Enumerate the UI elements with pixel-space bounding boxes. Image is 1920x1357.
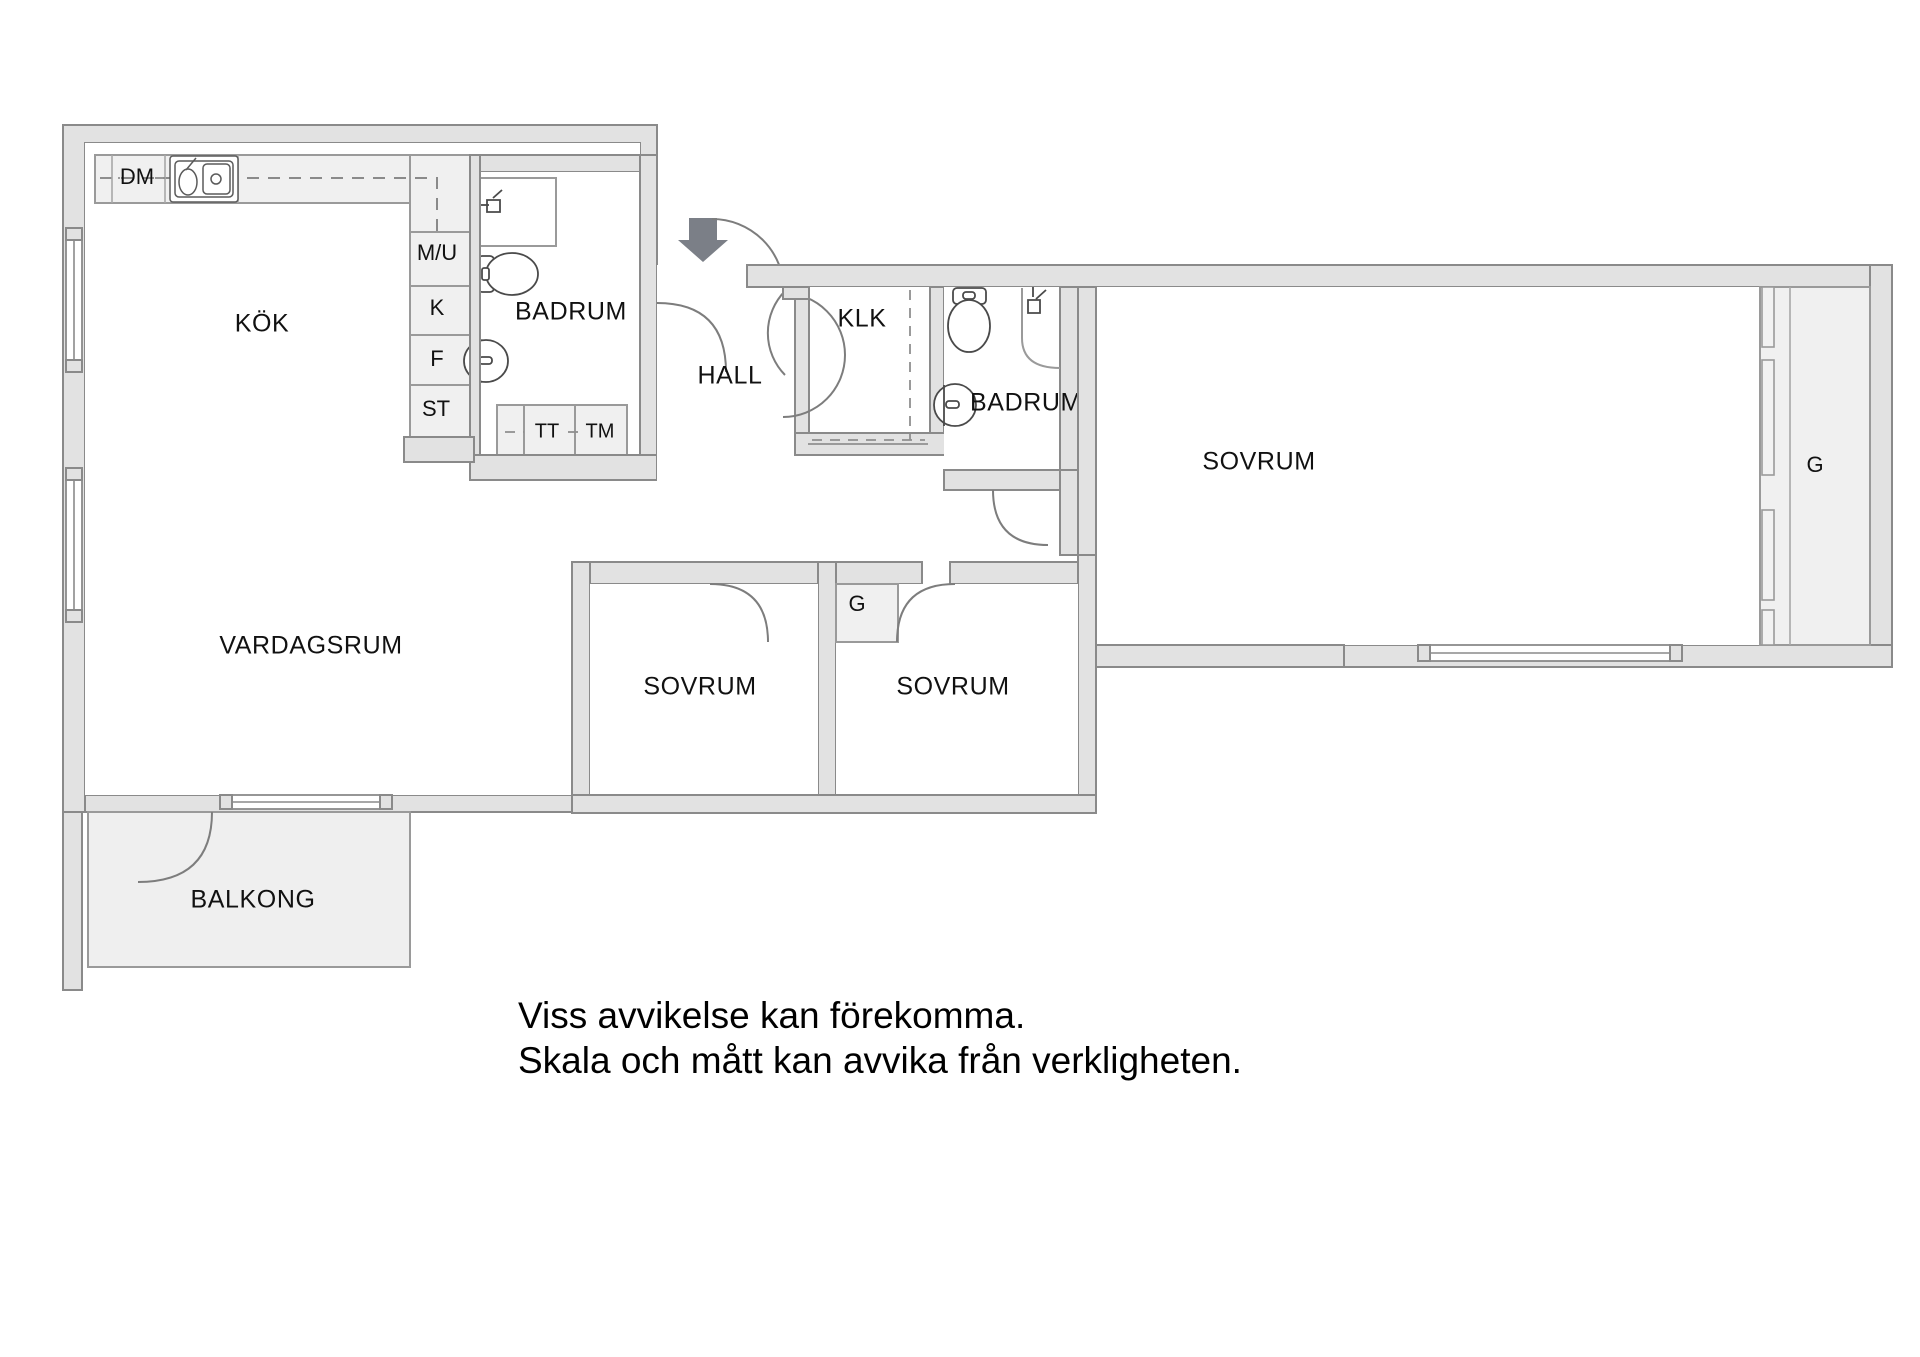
bedroom-3-door[interactable] — [896, 583, 956, 643]
bedroom-2-door[interactable] — [709, 583, 769, 643]
closet-label-g-middle: G — [848, 591, 865, 616]
appliance-label-tt: TT — [535, 420, 559, 442]
bathroom-2-door[interactable] — [992, 489, 1060, 552]
appliance-label-k: K — [430, 295, 445, 320]
hall-area — [657, 265, 807, 565]
room-label-sovrum-2: SOVRUM — [643, 673, 756, 701]
balcony-structure — [87, 811, 411, 968]
kitchen-sink-icon — [169, 155, 239, 203]
appliance-column — [409, 231, 471, 438]
laundry-units — [496, 404, 628, 456]
room-label-badrum-1: BADRUM — [515, 298, 627, 326]
toilet-icon-1 — [477, 252, 539, 296]
room-label-sovrum-3: SOVRUM — [896, 673, 1009, 701]
window-living-bottom — [219, 794, 393, 810]
window-bedroom-1-bottom — [1417, 644, 1683, 662]
hall-klk-stub — [782, 286, 810, 300]
window-living-left-1 — [65, 467, 83, 623]
bathroom-2-walls-doors — [943, 469, 1081, 556]
caption-line-2: Skala och mått kan avvika från verklighe… — [518, 1040, 1242, 1081]
room-label-hall: HALL — [698, 362, 763, 390]
bathroom-1-door[interactable] — [656, 302, 727, 373]
bedroom-1-structure — [1077, 286, 1806, 668]
klk-door[interactable] — [766, 290, 846, 418]
room-label-vardagsrum: VARDAGSRUM — [219, 632, 402, 660]
closet-g-right — [1759, 286, 1871, 646]
toilet-icon-2 — [947, 287, 991, 353]
bathroom-1-walls — [403, 154, 658, 481]
appliance-label-f: F — [430, 346, 443, 371]
window-kitchen-left — [65, 227, 83, 373]
bottom-outer-wall — [571, 794, 1097, 814]
appliance-label-mu: M/U — [417, 240, 457, 265]
closet-label-g-right-visible: G — [1806, 452, 1823, 477]
caption-line-1: Viss avvikelse kan förekomma. — [518, 995, 1025, 1036]
appliance-label-st: ST — [422, 396, 450, 421]
appliance-label-tm: TM — [586, 420, 615, 442]
room-label-klk: KLK — [837, 305, 886, 333]
shower-icon-2 — [1027, 287, 1047, 314]
room-label-balkong: BALKONG — [190, 886, 315, 914]
balcony-door[interactable] — [137, 811, 213, 883]
bathroom-2-structure — [933, 286, 1079, 488]
entrance-arrow-icon — [678, 218, 728, 262]
room-label-kok: KÖK — [235, 310, 290, 338]
room-label-sovrum-1: SOVRUM — [1202, 448, 1315, 476]
shower-icon — [480, 189, 503, 213]
appliance-label-dm: DM — [120, 164, 154, 189]
room-label-badrum-2: BADRUM — [970, 389, 1082, 417]
sink-icon-2 — [933, 383, 977, 427]
bathroom-1-structure — [463, 154, 658, 400]
closet-g-middle — [835, 583, 899, 643]
